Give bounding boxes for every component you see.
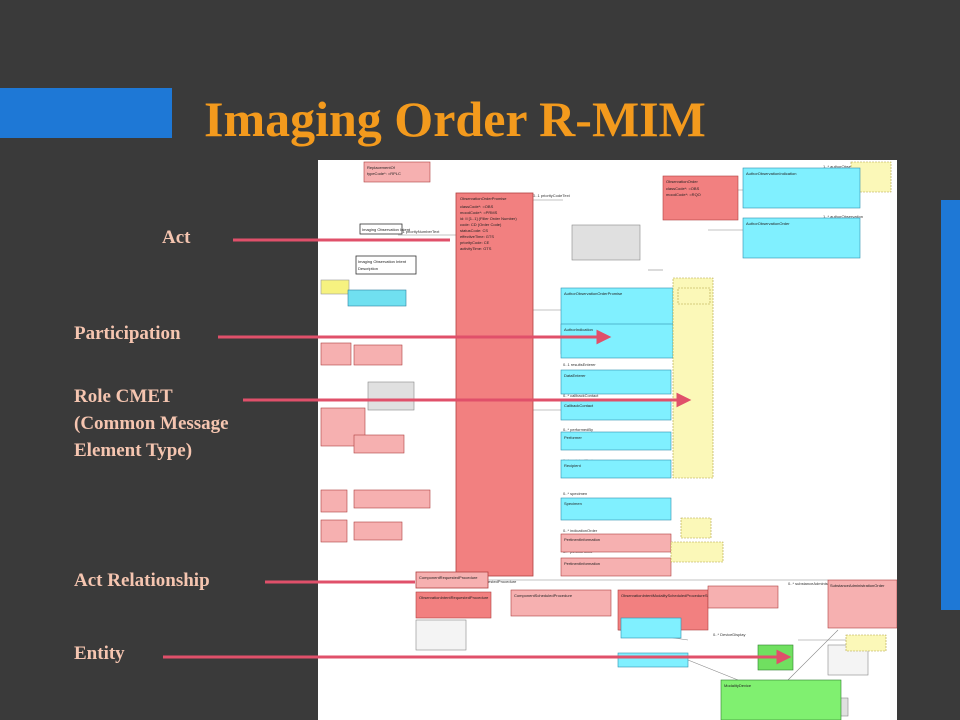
svg-text:effectiveTime: GTS: effectiveTime: GTS — [460, 234, 494, 239]
svg-text:0..* indicationOrder: 0..* indicationOrder — [563, 528, 598, 533]
svg-text:0..1 resultsEnterer: 0..1 resultsEnterer — [563, 362, 596, 367]
right-accent-bar — [941, 200, 960, 610]
svg-text:CallbackContact: CallbackContact — [564, 403, 594, 408]
svg-text:AuthorIndication: AuthorIndication — [564, 327, 593, 332]
title-accent-bar — [0, 88, 172, 138]
top-right-participations: AuthorObservationIndication AuthorObserv… — [742, 167, 861, 259]
left-small-boxes — [320, 279, 431, 543]
svg-text:AuthorObservationOrderPromise: AuthorObservationOrderPromise — [564, 291, 623, 296]
svg-text:0..* requestedProcedure: 0..* requestedProcedure — [473, 579, 517, 584]
svg-text:DataEnterer: DataEnterer — [564, 373, 586, 378]
svg-text:Recipient: Recipient — [564, 463, 582, 468]
svg-text:classCode*: =OBS: classCode*: =OBS — [666, 186, 700, 191]
svg-text:0..* specimen: 0..* specimen — [563, 491, 587, 496]
svg-text:classCode*: =OBS: classCode*: =OBS — [460, 204, 494, 209]
svg-text:moodCode*: =PRMS: moodCode*: =PRMS — [460, 210, 498, 215]
svg-text:id: II [1..1] (Filler Order Nu: id: II [1..1] (Filler Order Number) — [460, 216, 517, 221]
svg-text:Imaging Observation Intent: Imaging Observation Intent — [362, 227, 411, 232]
label-entity: Entity — [74, 640, 125, 667]
svg-text:1..* authorObservation: 1..* authorObservation — [823, 214, 863, 219]
bottom-act-relationships: ComponentRequestedProcedure ObservationI… — [415, 571, 897, 668]
act-box-observation-order: ObservationOrder classCode*: =OBS moodCo… — [662, 175, 739, 221]
svg-text:typeCode*: =RPLC: typeCode*: =RPLC — [367, 171, 401, 176]
svg-text:0..1 priorityNumberText: 0..1 priorityNumberText — [398, 229, 440, 234]
svg-text:0..1 priorityCodeText: 0..1 priorityCodeText — [533, 193, 571, 198]
svg-text:0..* substanceAdministrationOr: 0..* substanceAdministrationOrder — [788, 581, 850, 586]
act-box-observation-order-promise: ObservationOrderPromise classCode*: =OBS… — [455, 192, 534, 577]
svg-text:moodCode*: =RQO: moodCode*: =RQO — [666, 192, 701, 197]
svg-text:activityTime: GTS: activityTime: GTS — [460, 246, 492, 251]
entity-boxes: ModalityDevice — [720, 644, 842, 720]
svg-text:PertinentInformation: PertinentInformation — [564, 561, 600, 566]
svg-text:ComponentRequestedProcedure: ComponentRequestedProcedure — [419, 575, 478, 580]
label-participation: Participation — [74, 320, 181, 347]
label-entity-line-1: Entity — [74, 643, 125, 664]
imaging-observation-intent-box: Imaging Observation Intent Imaging Obser… — [355, 223, 417, 275]
svg-text:0..* callbackContact: 0..* callbackContact — [563, 393, 599, 398]
svg-text:statusCode: CS: statusCode: CS — [460, 228, 488, 233]
label-role-cmet-line-1: Role CMET — [74, 386, 173, 407]
label-act: Act — [162, 224, 190, 251]
label-act-relationship: Act Relationship — [74, 567, 210, 594]
slide-title: Imaging Order R-MIM — [204, 91, 706, 147]
svg-text:ModalityDevice: ModalityDevice — [724, 683, 752, 688]
svg-text:ObservationIntentModalitySched: ObservationIntentModalityScheduledProced… — [621, 593, 714, 598]
label-participation-line-1: Participation — [74, 323, 181, 344]
svg-text:PertinentInformation: PertinentInformation — [564, 537, 600, 542]
svg-text:ComponentScheduledProcedure: ComponentScheduledProcedure — [514, 593, 573, 598]
svg-text:ObservationOrderPromise: ObservationOrderPromise — [460, 196, 507, 201]
label-role-cmet-line-2: (Common Message — [74, 413, 229, 434]
label-act-relationship-line-1: Act Relationship — [74, 570, 210, 591]
svg-text:priorityCode: CE: priorityCode: CE — [460, 240, 490, 245]
label-act-line-1: Act — [162, 227, 191, 248]
svg-text:ReplacementOf: ReplacementOf — [367, 165, 396, 170]
label-role-cmet: Role CMET (Common Message Element Type) — [74, 383, 229, 464]
svg-text:Specimen: Specimen — [564, 501, 582, 506]
svg-text:SubstanceAdministrationOrder: SubstanceAdministrationOrder — [830, 583, 885, 588]
participation-column: AuthorObservationOrderPromise AuthorIndi… — [560, 287, 674, 577]
svg-text:ObservationOrder: ObservationOrder — [666, 179, 698, 184]
cmet-role-boxes — [670, 161, 892, 652]
label-role-cmet-line-3: Element Type) — [74, 440, 193, 461]
svg-text:ObservationIntentRequestedProc: ObservationIntentRequestedProcedure — [419, 595, 489, 600]
svg-text:1..* authorObservation: 1..* authorObservation — [823, 164, 863, 169]
rmim-diagram: 0..1 priorityNumberText 0..1 priorityCod… — [318, 160, 897, 720]
svg-text:AuthorObservationOrder: AuthorObservationOrder — [746, 221, 790, 226]
svg-text:0..* performedBy: 0..* performedBy — [563, 427, 593, 432]
svg-text:Performer: Performer — [564, 435, 582, 440]
svg-text:code: CD (Order Code): code: CD (Order Code) — [460, 222, 502, 227]
svg-text:0..* DeviceDisplay: 0..* DeviceDisplay — [713, 632, 745, 637]
act-box-replacement-of: ReplacementOf typeCode*: =RPLC — [363, 161, 431, 183]
svg-text:Imaging Observation Intent: Imaging Observation Intent — [358, 259, 407, 264]
svg-text:AuthorObservationIndication: AuthorObservationIndication — [746, 171, 796, 176]
svg-text:Description: Description — [358, 266, 378, 271]
